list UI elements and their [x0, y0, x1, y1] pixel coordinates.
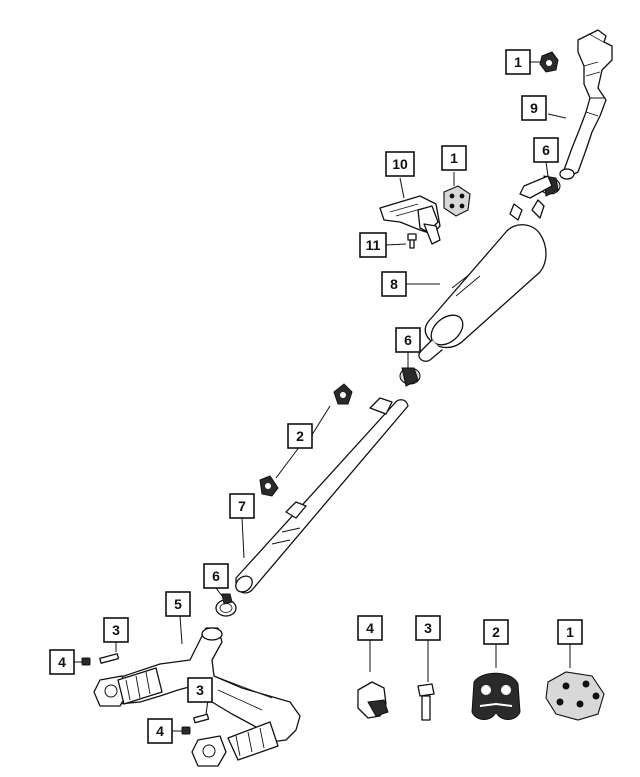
svg-text:1: 1: [450, 150, 458, 166]
callout-3-center: 3: [187, 677, 213, 703]
callout-2-mid: 2: [287, 423, 313, 449]
svg-text:6: 6: [404, 332, 412, 348]
legend-part-3-bolt: [417, 683, 435, 721]
callout-11: 11: [359, 232, 387, 258]
svg-text:4: 4: [366, 620, 374, 636]
nut-part-4-left: [81, 657, 91, 666]
callout-4-legend: 4: [357, 615, 383, 641]
callout-8: 8: [381, 271, 407, 297]
svg-text:4: 4: [58, 654, 66, 670]
muffler-part-8: [418, 175, 553, 362]
callout-1-legend: 1: [557, 619, 583, 645]
bolt-part-3-center: [193, 713, 210, 724]
bolt-part-3-left: [99, 653, 120, 664]
svg-text:3: 3: [196, 682, 204, 698]
callout-10: 10: [385, 151, 415, 177]
callout-7: 7: [229, 493, 255, 519]
svg-text:1: 1: [566, 624, 574, 640]
callout-6-low: 6: [203, 563, 229, 589]
svg-text:9: 9: [530, 100, 538, 116]
svg-text:6: 6: [542, 142, 550, 158]
isolator-part-2-lower: [259, 475, 279, 497]
isolator-part-1-mid: [443, 185, 471, 217]
svg-text:2: 2: [296, 428, 304, 444]
callout-3-legend: 3: [415, 615, 441, 641]
legend-part-1-isolator: [545, 671, 605, 721]
svg-text:6: 6: [212, 568, 220, 584]
svg-text:11: 11: [366, 237, 381, 253]
svg-text:5: 5: [174, 596, 182, 612]
svg-text:8: 8: [390, 276, 398, 292]
legend-part-2-isolator: [471, 672, 521, 720]
svg-text:7: 7: [238, 498, 246, 514]
bracket-part-10: [379, 195, 441, 245]
callout-3-left: 3: [103, 617, 129, 643]
isolator-part-1-top: [539, 51, 559, 73]
gasket-part-6-low: [215, 593, 237, 617]
leader-lines: [74, 61, 571, 732]
intermediate-pipe-part-7: [235, 397, 409, 594]
svg-text:10: 10: [392, 156, 408, 172]
callout-1-top: 1: [505, 49, 531, 75]
callout-4-left: 4: [49, 649, 75, 675]
svg-text:4: 4: [156, 723, 164, 739]
callout-6-top: 6: [533, 137, 559, 163]
tailpipe-part-9: [559, 29, 613, 180]
svg-text:3: 3: [424, 620, 432, 636]
callout-2-legend: 2: [483, 619, 509, 645]
nut-part-4-bottom: [181, 726, 191, 735]
callout-9: 9: [521, 95, 547, 121]
callout-1-mid: 1: [441, 145, 467, 171]
clamp-part-6-mid: [399, 367, 421, 387]
bolt-part-11: [407, 233, 417, 249]
svg-text:1: 1: [514, 54, 522, 70]
callout-6-mid: 6: [395, 327, 421, 353]
callout-4-bottom: 4: [147, 718, 173, 744]
callout-5: 5: [165, 591, 191, 617]
legend-part-4-nut: [357, 681, 389, 719]
svg-text:2: 2: [492, 624, 500, 640]
isolator-part-2-upper: [333, 383, 353, 405]
svg-text:3: 3: [112, 622, 120, 638]
